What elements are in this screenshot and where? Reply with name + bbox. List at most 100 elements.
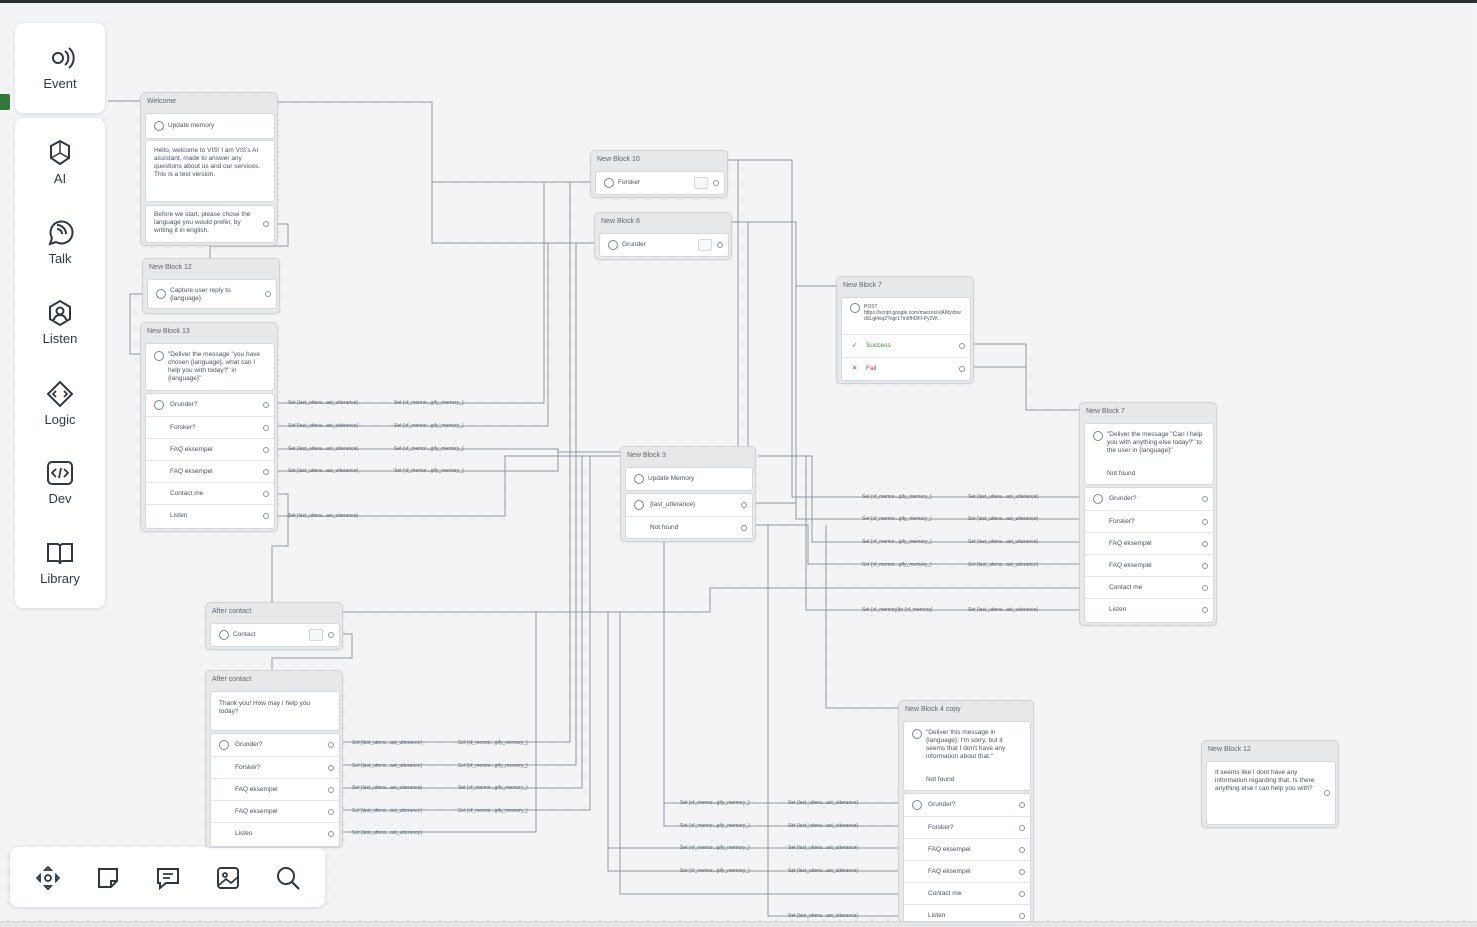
set-chip[interactable]: Set {vf_memor...gify_memory_} bbox=[394, 446, 464, 452]
output-port[interactable] bbox=[265, 291, 271, 297]
choice-row[interactable]: Grunder? bbox=[1085, 488, 1213, 510]
set-chip[interactable]: Set {last_uttera...ast_utterance} bbox=[288, 468, 359, 474]
step-update-memory[interactable]: Update memory bbox=[145, 113, 275, 139]
set-chip[interactable]: Set {last_uttera...ast_utterance} bbox=[788, 845, 859, 851]
set-chip[interactable]: Set {vf_memor...gify_memory_} bbox=[680, 868, 750, 874]
set-chip[interactable]: Set {vf_memor...gify_memory_} bbox=[862, 494, 932, 500]
set-chip[interactable]: Set {vf_memory}to {vf_memory} bbox=[862, 607, 933, 613]
ai-tool[interactable]: AI bbox=[15, 138, 105, 186]
note-icon[interactable] bbox=[93, 863, 123, 893]
choice-row[interactable]: Contact me bbox=[1085, 576, 1213, 599]
choice-row[interactable]: Grunder? bbox=[904, 794, 1030, 816]
block-after-contact-2[interactable]: After contact Thank you! How may I help … bbox=[205, 670, 343, 848]
step-update-memory[interactable]: Update Memory bbox=[625, 467, 753, 491]
not-found-row[interactable]: Not found bbox=[626, 516, 752, 539]
choice-row[interactable]: Contact me bbox=[904, 882, 1030, 905]
choice-row[interactable]: Listen bbox=[146, 504, 274, 527]
step-ai-message[interactable]: "Deliver the message "Can I help you wit… bbox=[1084, 423, 1214, 485]
talk-tool[interactable]: Talk bbox=[15, 218, 105, 266]
set-chip[interactable]: Set {vf_memor...gify_memory_} bbox=[680, 845, 750, 851]
choice-row[interactable]: Listen bbox=[1085, 598, 1213, 621]
library-tool[interactable]: Library bbox=[15, 538, 105, 586]
edit-icon[interactable] bbox=[309, 629, 323, 641]
output-port[interactable] bbox=[1202, 585, 1208, 591]
start-marker[interactable] bbox=[0, 94, 10, 110]
step-ai-message[interactable]: "Deliver this message in {language}: I'm… bbox=[903, 721, 1031, 791]
set-chip[interactable]: Set {last_uttera...ast_utterance} bbox=[352, 785, 423, 791]
output-port[interactable] bbox=[328, 787, 334, 793]
event-tool[interactable]: Event bbox=[15, 43, 105, 91]
output-port[interactable] bbox=[328, 632, 334, 638]
comment-icon[interactable] bbox=[153, 863, 183, 893]
set-chip[interactable]: Set {last_uttera...ast_utterance} bbox=[968, 562, 1039, 568]
set-chip[interactable]: Set {last_uttera...ast_utterance} bbox=[968, 539, 1039, 545]
choice-row[interactable]: Forsker? bbox=[904, 816, 1030, 839]
set-chip[interactable]: Set {vf_memor...gify_memory_} bbox=[680, 823, 750, 829]
block-new-7-api[interactable]: New Block 7 POST https://script.google.c… bbox=[836, 276, 974, 384]
choice-row[interactable]: Contact me bbox=[146, 482, 274, 505]
block-new-4-copy[interactable]: New Block 4 copy "Deliver this message i… bbox=[898, 700, 1034, 923]
api-fail-row[interactable]: ✕Fail bbox=[842, 357, 970, 380]
api-success-row[interactable]: ✓Success bbox=[842, 334, 970, 357]
output-port[interactable] bbox=[1202, 496, 1208, 502]
step-condition[interactable]: {last_utterance} Not found bbox=[625, 493, 753, 539]
set-chip[interactable]: Set {last_uttera...ast_utterance} bbox=[788, 868, 859, 874]
set-chip[interactable]: Set {vf_memor...gify_memory_} bbox=[862, 516, 932, 522]
output-port[interactable] bbox=[263, 513, 269, 519]
output-port[interactable] bbox=[328, 742, 334, 748]
listen-tool[interactable]: Listen bbox=[15, 298, 105, 346]
step-forsker[interactable]: Forsker bbox=[595, 171, 725, 195]
set-chip[interactable]: Set {last_uttera...ast_utterance} bbox=[288, 423, 359, 429]
set-chip[interactable]: Set {vf_memor...gify_memory_} bbox=[394, 468, 464, 474]
set-chip[interactable]: Set {vf_memor...gify_memory_} bbox=[394, 423, 464, 429]
logic-tool[interactable]: Logic bbox=[15, 379, 105, 427]
output-port[interactable] bbox=[717, 242, 723, 248]
output-port[interactable] bbox=[1019, 847, 1025, 853]
set-chip[interactable]: Set {last_uttera...ast_utterance} bbox=[288, 446, 359, 452]
output-port[interactable] bbox=[1019, 913, 1025, 919]
choice-row[interactable]: FAQ eksempel bbox=[904, 838, 1030, 861]
step-message[interactable]: Thank you! How may I help you today? bbox=[210, 691, 340, 731]
set-chip[interactable]: Set {vf_memor...gify_memory_} bbox=[680, 800, 750, 806]
image-icon[interactable] bbox=[213, 863, 243, 893]
edit-icon[interactable] bbox=[698, 239, 712, 251]
choice-row[interactable]: Forsker? bbox=[146, 416, 274, 439]
choice-row[interactable]: Grunder? bbox=[146, 394, 274, 416]
choice-row[interactable]: FAQ eksempel bbox=[1085, 554, 1213, 577]
choice-row[interactable]: Listen bbox=[211, 822, 339, 845]
output-port[interactable] bbox=[263, 447, 269, 453]
step-ai-message[interactable]: "Deliver the message "you have chosen {l… bbox=[145, 343, 275, 391]
condition-row[interactable]: {last_utterance} bbox=[626, 494, 752, 516]
block-new-12-message[interactable]: New Block 12 It seems like I dont have a… bbox=[1201, 740, 1339, 828]
output-port[interactable] bbox=[741, 502, 747, 508]
set-chip[interactable]: Set {last_uttera...ast_utterance} bbox=[288, 400, 359, 406]
output-port[interactable] bbox=[713, 180, 719, 186]
choice-row[interactable]: FAQ eksempel bbox=[146, 438, 274, 461]
search-icon[interactable] bbox=[273, 863, 303, 893]
output-port[interactable] bbox=[263, 402, 269, 408]
choice-row[interactable]: Listen bbox=[904, 904, 1030, 927]
output-port[interactable] bbox=[328, 765, 334, 771]
move-icon[interactable] bbox=[33, 863, 63, 893]
output-port[interactable] bbox=[1019, 869, 1025, 875]
set-chip[interactable]: Set {last_uttera...ast_utterance} bbox=[788, 823, 859, 829]
output-port[interactable] bbox=[741, 525, 747, 531]
block-new-8[interactable]: New Block 8 Grunder bbox=[594, 212, 732, 260]
output-port[interactable] bbox=[1324, 790, 1330, 796]
set-chip[interactable]: Set {last_uttera...ast_utterance} bbox=[968, 607, 1039, 613]
block-new-7-choice[interactable]: New Block 7 "Deliver the message "Can I … bbox=[1079, 402, 1217, 626]
output-port[interactable] bbox=[328, 831, 334, 837]
block-new-13[interactable]: New Block 13 "Deliver the message "you h… bbox=[140, 322, 278, 532]
output-port[interactable] bbox=[263, 221, 269, 227]
output-port[interactable] bbox=[1019, 891, 1025, 897]
output-port[interactable] bbox=[1202, 563, 1208, 569]
step-api-request[interactable]: POST https://script.google.com/macros/s/… bbox=[841, 297, 971, 381]
set-chip[interactable]: Set {vf_memor...gify_memory_} bbox=[458, 785, 528, 791]
output-port[interactable] bbox=[1202, 519, 1208, 525]
choice-row[interactable]: Forsker? bbox=[211, 756, 339, 779]
set-chip[interactable]: Set {last_uttera...ast_utterance} bbox=[352, 808, 423, 814]
step-capture[interactable]: Capture user reply to {language} bbox=[147, 279, 277, 309]
output-port[interactable] bbox=[959, 366, 965, 372]
dev-tool[interactable]: Dev bbox=[15, 458, 105, 506]
step-grunder[interactable]: Grunder bbox=[599, 233, 729, 257]
